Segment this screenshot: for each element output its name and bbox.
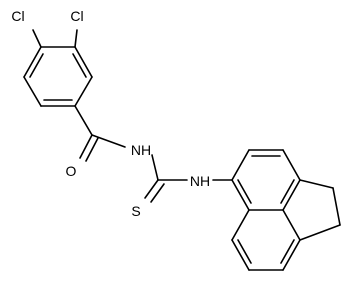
bond: [282, 179, 301, 211]
double-bond-inner: [237, 179, 252, 204]
bond: [299, 224, 341, 241]
bond-c-o-2: [85, 137, 99, 162]
bond: [74, 76, 93, 107]
acenaphthene-five-ring: [299, 179, 341, 241]
bond: [23, 46, 42, 78]
bond-c-s-2: [150, 183, 165, 203]
bond: [231, 239, 250, 271]
atom-label-sulfur: S: [131, 203, 140, 219]
bond: [282, 209, 301, 241]
bond: [231, 209, 250, 241]
bond: [231, 179, 250, 211]
atom-label-oxygen: O: [66, 163, 77, 179]
bond: [282, 239, 301, 271]
bond-c-cl-right: [74, 29, 78, 48]
bond: [23, 76, 42, 107]
bond: [282, 149, 301, 181]
bond-c-n-amide: [91, 134, 126, 148]
acenaphthene-upper-ring: [231, 149, 301, 211]
atom-label-cl-right: Cl: [70, 8, 83, 24]
atom-label-amine-nh: NH: [190, 173, 210, 189]
bond: [74, 46, 93, 78]
bond: [231, 149, 250, 181]
acenaphthene-lower-ring: [231, 209, 301, 271]
dichlorophenyl-ring: [23, 46, 93, 107]
double-bond-inner: [29, 53, 44, 78]
bond-c-s-1: [144, 179, 159, 199]
atom-label-amide-nh: NH: [131, 142, 151, 158]
bond-c-cl-left: [32, 29, 42, 48]
double-bond-inner: [72, 53, 87, 78]
bond: [299, 179, 334, 189]
bond-ring-carbonyl: [74, 105, 93, 136]
double-bond-inner: [280, 239, 295, 264]
atom-label-cl-left: Cl: [11, 8, 24, 24]
double-bond-inner: [237, 239, 252, 264]
double-bond-inner: [280, 179, 295, 204]
bond-c-o-1: [79, 134, 93, 159]
bond-n-c-thio: [151, 154, 159, 181]
bond: [332, 187, 341, 226]
